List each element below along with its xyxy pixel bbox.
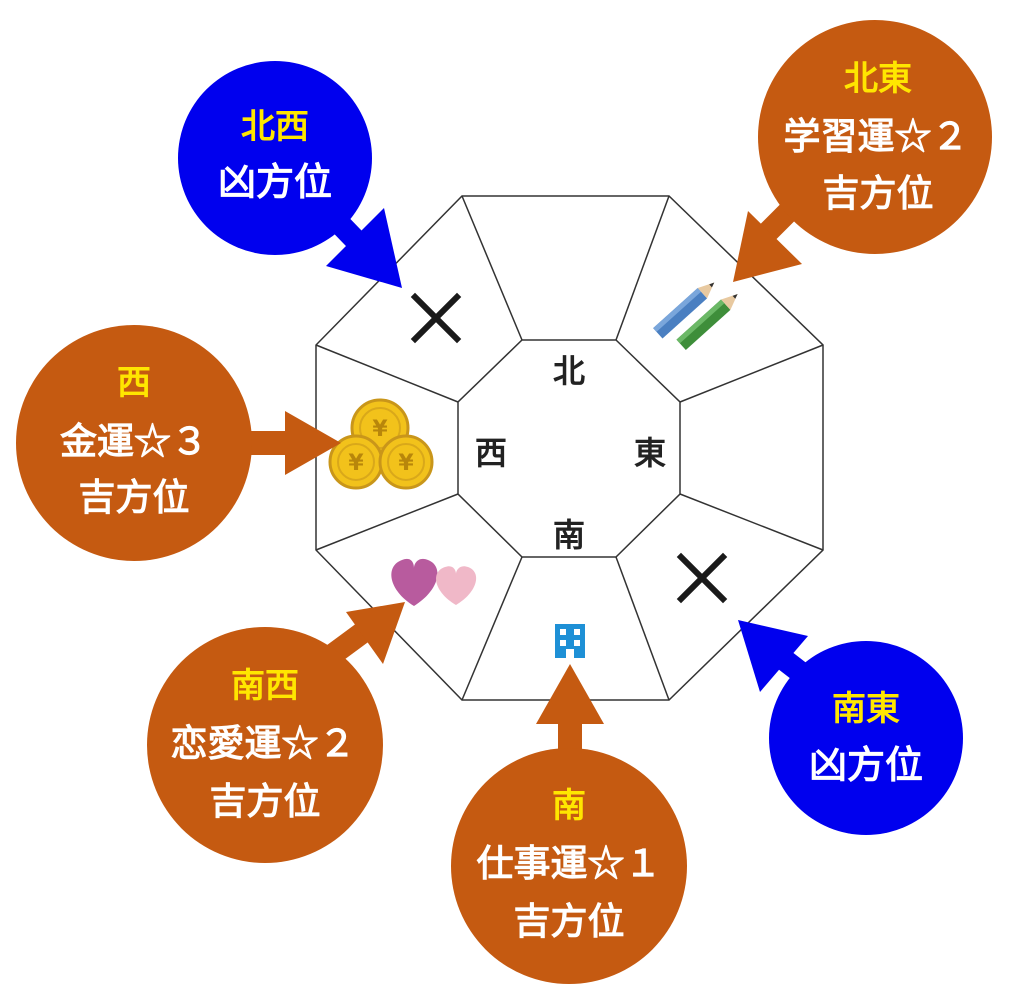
- callout-southeast: 南東 凶方位: [769, 641, 963, 835]
- callout-fortune: 凶方位: [218, 159, 332, 204]
- spoke: [615, 556, 670, 701]
- coin-yen-symbol: ¥: [398, 451, 414, 476]
- spoke: [461, 195, 523, 341]
- cross-icon: [676, 552, 728, 604]
- center-label-west: 西: [475, 434, 507, 472]
- callout-direction: 西: [117, 363, 151, 403]
- callout-northwest: 北西 凶方位: [178, 61, 372, 255]
- callout-direction: 北西: [241, 107, 309, 147]
- callout-fortune: 恋愛運☆２: [171, 721, 356, 765]
- callout-status: 吉方位: [514, 899, 625, 943]
- center-label-north: 北: [553, 352, 585, 390]
- callout-direction: 南: [552, 786, 586, 826]
- center-label-south: 南: [553, 516, 585, 554]
- callout-fortune: 凶方位: [809, 742, 923, 787]
- hearts-icon: [391, 558, 477, 606]
- spoke: [315, 493, 459, 551]
- callout-direction: 南西: [231, 666, 299, 706]
- callout-fortune: 仕事運☆１: [477, 841, 662, 885]
- callout-fortune: 金運☆３: [60, 419, 208, 463]
- callout-direction: 南東: [832, 689, 900, 729]
- callout-southwest: 南西 恋愛運☆２ 吉方位: [147, 627, 383, 863]
- octagon-grid: [315, 195, 824, 701]
- cross-icon: [410, 292, 462, 344]
- center-label-east: 東: [634, 434, 666, 472]
- coin-yen-symbol: ¥: [372, 417, 388, 442]
- spoke: [461, 556, 523, 701]
- callout-direction: 北東: [844, 59, 912, 99]
- spoke: [679, 344, 824, 403]
- yen-coins-icon: ¥ ¥ ¥: [328, 398, 434, 490]
- spoke: [615, 195, 670, 341]
- callout-south: 南 仕事運☆１ 吉方位: [451, 748, 687, 984]
- pencils-icon: [653, 282, 738, 351]
- coin-yen-symbol: ¥: [348, 451, 364, 476]
- arrow-southeast: [738, 620, 808, 692]
- spoke: [315, 344, 459, 403]
- callout-fortune: 学習運☆２: [784, 114, 969, 158]
- spoke: [679, 493, 824, 551]
- callout-northeast: 北東 学習運☆２ 吉方位: [758, 20, 992, 254]
- callout-status: 吉方位: [210, 779, 321, 823]
- office-building-icon: [555, 624, 585, 658]
- callout-west: 西 金運☆３ 吉方位: [16, 325, 252, 561]
- callout-status: 吉方位: [823, 171, 934, 215]
- callout-status: 吉方位: [79, 475, 190, 519]
